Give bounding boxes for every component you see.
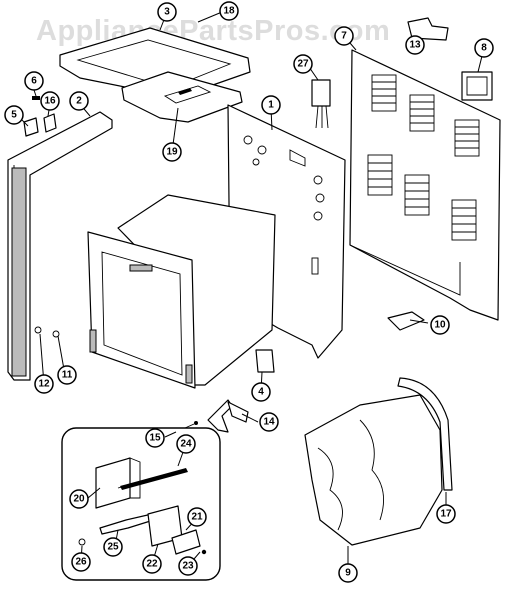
callout-label: 24	[180, 439, 192, 450]
callout-label: 3	[164, 7, 170, 18]
rear-back-panel	[349, 49, 501, 321]
callout-label: 20	[73, 494, 85, 505]
callout-23: 23	[178, 556, 198, 576]
callout-19: 19	[162, 142, 182, 162]
callout-label: 1	[268, 100, 274, 111]
callout-label: 21	[191, 512, 203, 523]
callout-label: 26	[75, 557, 87, 568]
oven-liner	[87, 194, 276, 389]
callout-label: 11	[62, 370, 73, 381]
lower-bracket	[255, 349, 275, 373]
callout-4: 4	[251, 382, 271, 402]
callout-label: 16	[44, 96, 56, 107]
watermark-text: AppliancePartsPros.com	[36, 15, 390, 47]
callout-label: 13	[409, 40, 421, 51]
callout-label: 8	[481, 43, 487, 54]
callout-7: 7	[334, 26, 354, 46]
callout-label: 27	[297, 59, 309, 70]
callout-9: 9	[338, 563, 358, 583]
callout-14: 14	[259, 412, 279, 432]
callout-1: 1	[261, 95, 281, 115]
callout-label: 25	[107, 542, 119, 553]
callout-15: 15	[145, 428, 165, 448]
callout-label: 10	[434, 320, 446, 331]
small-hardware	[23, 96, 57, 137]
callout-label: 7	[341, 31, 347, 42]
callout-25: 25	[103, 537, 123, 557]
callout-label: 2	[76, 96, 82, 107]
callout-18: 18	[219, 1, 239, 21]
callout-2: 2	[69, 91, 89, 111]
callout-6: 6	[24, 71, 44, 91]
callout-5: 5	[4, 105, 24, 125]
callout-17: 17	[436, 504, 456, 524]
callout-16: 16	[40, 91, 60, 111]
insulation-blanket	[304, 394, 443, 546]
callout-label: 5	[11, 110, 17, 121]
front-frame	[7, 111, 113, 381]
top-cover-panel	[59, 27, 251, 123]
callout-10: 10	[430, 315, 450, 335]
callout-label: 19	[166, 147, 178, 158]
trim-strip	[397, 377, 453, 491]
callout-label: 9	[345, 568, 351, 579]
callout-label: 14	[263, 417, 275, 428]
inset-box	[61, 427, 221, 581]
louvers	[367, 74, 480, 241]
callout-8: 8	[474, 38, 494, 58]
callout-label: 4	[258, 387, 264, 398]
callout-20: 20	[69, 489, 89, 509]
callout-27: 27	[293, 54, 313, 74]
callout-12: 12	[34, 374, 54, 394]
lower-right-bracket	[387, 311, 425, 331]
callout-label: 17	[440, 509, 452, 520]
callout-label: 15	[149, 433, 161, 444]
callout-3: 3	[157, 2, 177, 22]
screws-left	[34, 326, 60, 338]
callout-label: 6	[31, 76, 37, 87]
terminal-block	[311, 79, 331, 129]
callout-21: 21	[187, 507, 207, 527]
callout-24: 24	[176, 434, 196, 454]
callout-11: 11	[57, 365, 77, 385]
callout-26: 26	[71, 552, 91, 572]
callout-label: 23	[182, 561, 194, 572]
callout-13: 13	[405, 35, 425, 55]
square-bracket	[461, 71, 493, 101]
callout-label: 12	[38, 379, 50, 390]
callout-22: 22	[142, 554, 162, 574]
hinge-bracket	[207, 399, 249, 433]
callout-label: 18	[223, 6, 235, 17]
callout-label: 22	[146, 559, 158, 570]
